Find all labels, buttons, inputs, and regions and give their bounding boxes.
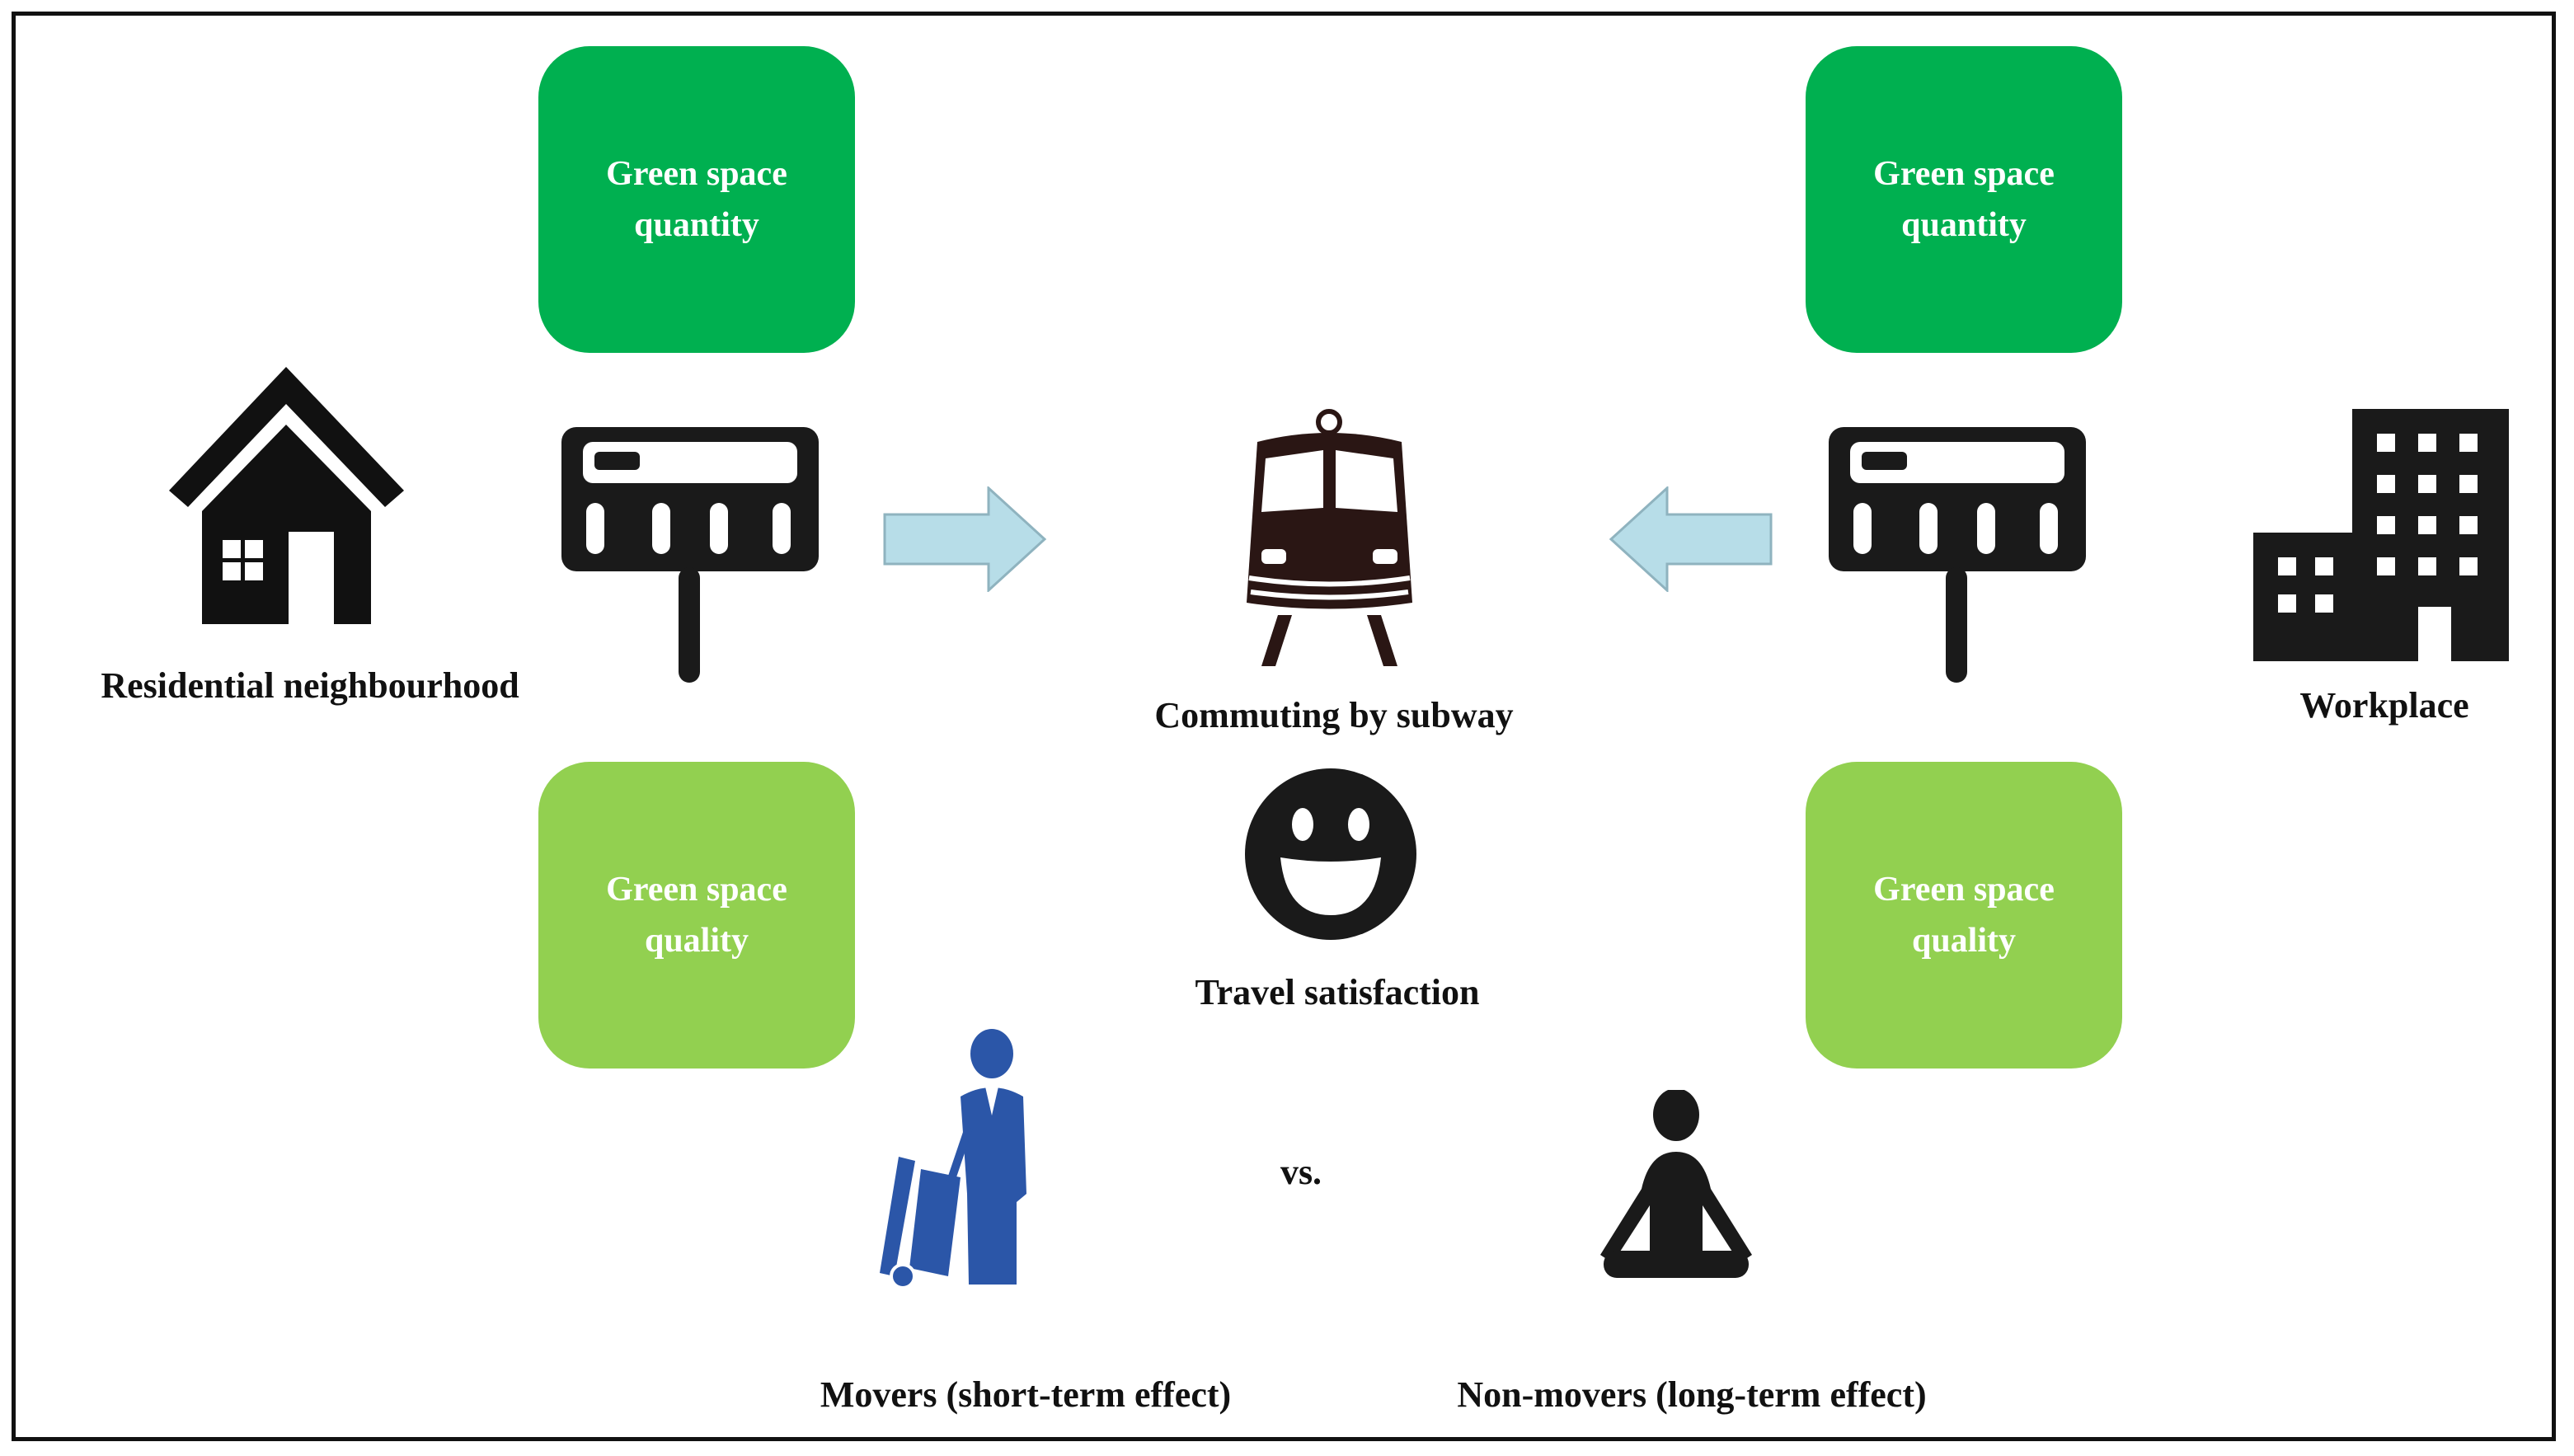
travel-satisfaction-label: Travel satisfaction: [1195, 972, 1480, 1012]
bus-stop-sign-icon: [1829, 427, 2086, 683]
versus-label: vs.: [1280, 1152, 1322, 1192]
commuting-label: Commuting by subway: [1154, 695, 1514, 735]
diagram-frame: [12, 12, 2556, 1441]
train-icon: [1247, 409, 1412, 666]
workplace-label: Workplace: [2299, 685, 2469, 726]
bus-stop-sign-icon: [561, 427, 819, 683]
right-quality-box: Green space quality: [1806, 762, 2122, 1069]
left-quantity-box: Green space quantity: [538, 46, 855, 353]
left-quantity-label: Green space quantity: [606, 155, 787, 244]
left-quality-label: Green space quality: [606, 871, 787, 960]
traveler-with-suitcase-icon: [880, 1029, 1026, 1289]
right-quality-label: Green space quality: [1873, 871, 2055, 960]
house-icon: [169, 367, 404, 624]
right-quantity-box: Green space quantity: [1806, 46, 2122, 353]
movers-label: Movers (short-term effect): [820, 1374, 1232, 1415]
office-building-icon: [2253, 409, 2509, 661]
non-movers-label: Non-movers (long-term effect): [1457, 1374, 1927, 1415]
arrow-right-icon: [883, 486, 1047, 592]
left-quality-box: Green space quality: [538, 762, 855, 1069]
right-quantity-label: Green space quantity: [1873, 155, 2055, 244]
meditating-person-icon: [1600, 1090, 1752, 1278]
smiley-icon: [1245, 768, 1416, 940]
residential-label: Residential neighbourhood: [101, 665, 519, 706]
arrow-left-icon: [1609, 486, 1773, 592]
